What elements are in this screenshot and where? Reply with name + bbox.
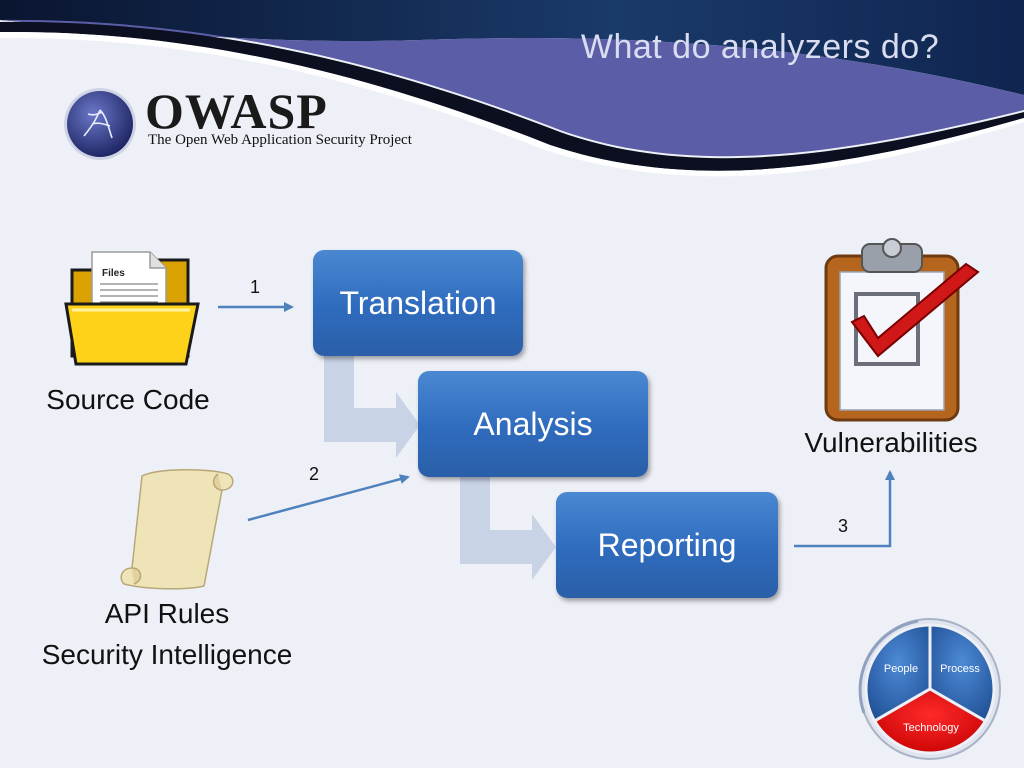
source-code-label: Source Code bbox=[46, 384, 210, 415]
step-2-number: 2 bbox=[309, 464, 320, 484]
svg-text:Files: Files bbox=[102, 268, 125, 279]
reporting-stage: Reporting bbox=[556, 492, 778, 598]
analysis-to-reporting-arrow bbox=[460, 476, 556, 580]
step-3-arrow bbox=[794, 470, 895, 548]
logo-wordmark: OWASP bbox=[145, 83, 328, 139]
clipboard-check-icon bbox=[824, 238, 980, 422]
vulnerabilities-label: Vulnerabilities bbox=[804, 427, 978, 458]
owasp-logo-icon bbox=[64, 88, 136, 160]
translation-to-analysis-arrow bbox=[324, 354, 420, 458]
translation-stage: Translation bbox=[313, 250, 523, 356]
page-title: What do analyzers do? bbox=[580, 28, 940, 66]
step-1-number: 1 bbox=[250, 277, 261, 297]
wheel-process-label: Process bbox=[940, 663, 980, 675]
logo-tagline: The Open Web Application Security Projec… bbox=[148, 132, 412, 148]
step-3-number: 3 bbox=[838, 516, 849, 536]
wheel-technology-label: Technology bbox=[903, 722, 959, 734]
analysis-stage: Analysis bbox=[418, 371, 648, 477]
step-2-arrow bbox=[247, 474, 410, 522]
scroll-icon bbox=[120, 469, 234, 590]
api-rules-label: API Rules bbox=[104, 598, 230, 629]
header-banner bbox=[0, 0, 1024, 177]
people-process-technology-wheel-icon bbox=[858, 618, 1001, 760]
security-intelligence-label: Security Intelligence bbox=[41, 639, 293, 670]
wheel-people-label: People bbox=[883, 663, 919, 675]
folder-files-icon: Files bbox=[64, 251, 200, 366]
